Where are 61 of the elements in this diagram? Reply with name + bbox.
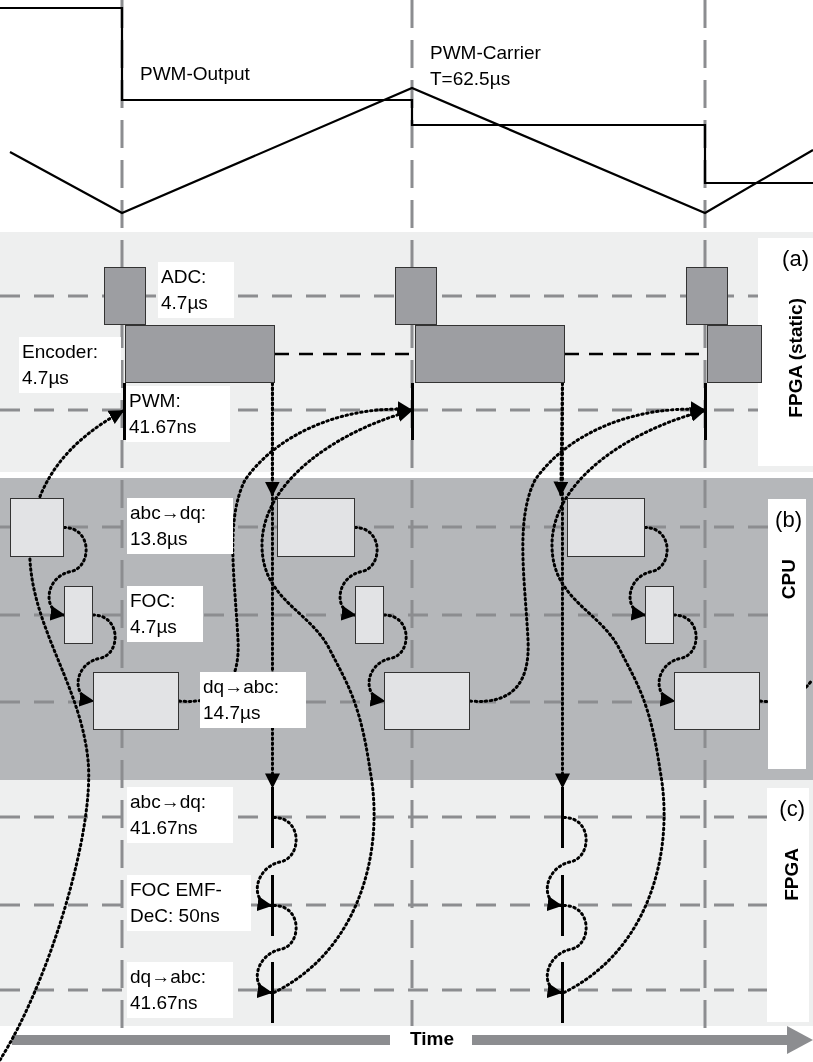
timing-block (104, 267, 146, 325)
duration-label: FOC EMF-DeC: 50ns (127, 875, 251, 931)
timing-block (674, 672, 760, 730)
timing-block (645, 586, 674, 644)
event-tick (271, 787, 274, 848)
dotted-arrow (550, 407, 706, 994)
duration-label: abc→dq: 41.67ns (127, 787, 233, 843)
panel-letter: (b) (775, 507, 802, 533)
timing-block (64, 586, 93, 644)
dotted-arrow (76, 613, 117, 705)
event-tick (123, 383, 126, 440)
timing-block (395, 267, 437, 325)
duration-label: ADC: 4.7µs (158, 262, 234, 318)
event-tick (561, 875, 564, 936)
timing-block (125, 325, 275, 383)
event-tick (271, 962, 274, 1023)
timing-block (10, 498, 64, 557)
event-tick (704, 383, 707, 440)
timing-block (355, 586, 384, 644)
timing-block (707, 325, 762, 383)
timing-band (0, 232, 813, 472)
duration-label: dq→abc: 41.67ns (127, 962, 233, 1018)
event-tick (271, 875, 274, 936)
dotted-arrow (47, 526, 88, 619)
annotation-label: PWM-Carrier T=62.5µs (430, 41, 542, 91)
dotted-arrow (255, 904, 298, 997)
dotted-arrow (265, 381, 280, 789)
duration-label: abc→dq: 13.8µs (127, 498, 233, 554)
timing-block (277, 498, 355, 557)
event-tick (561, 787, 564, 848)
duration-label: PWM: 41.67ns (126, 386, 230, 442)
band-title: FPGA (static) (785, 298, 807, 418)
timing-block (93, 672, 179, 730)
duration-label: Encoder: 4.7µs (19, 337, 121, 393)
timing-block (384, 672, 470, 730)
dotted-arrow (260, 407, 413, 994)
dotted-arrow (555, 381, 570, 789)
timing-block (686, 267, 728, 325)
dotted-arrow (177, 401, 413, 703)
timing-block (567, 498, 645, 557)
dotted-arrow (338, 526, 379, 619)
dotted-arrow (468, 401, 706, 703)
dotted-arrow (657, 613, 698, 705)
dotted-arrow (255, 816, 298, 910)
timing-block (415, 325, 565, 383)
event-tick (411, 383, 414, 440)
annotation-label: PWM-Output (140, 62, 250, 86)
band-title: FPGA (781, 848, 803, 901)
dotted-arrow (367, 613, 408, 705)
timing-band (0, 780, 813, 1026)
dotted-arrow (545, 816, 588, 910)
band-title: CPU (778, 559, 800, 600)
panel-letter: (c) (779, 796, 805, 822)
event-tick (561, 962, 564, 1023)
panel-letter: (a) (782, 246, 809, 272)
duration-label: FOC: 4.7µs (127, 586, 203, 642)
dotted-arrow (545, 904, 588, 997)
dotted-arrow (0, 409, 125, 1062)
timing-band (0, 478, 813, 780)
dotted-arrow (628, 526, 669, 619)
duration-label: dq→abc: 14.7µs (200, 672, 306, 728)
